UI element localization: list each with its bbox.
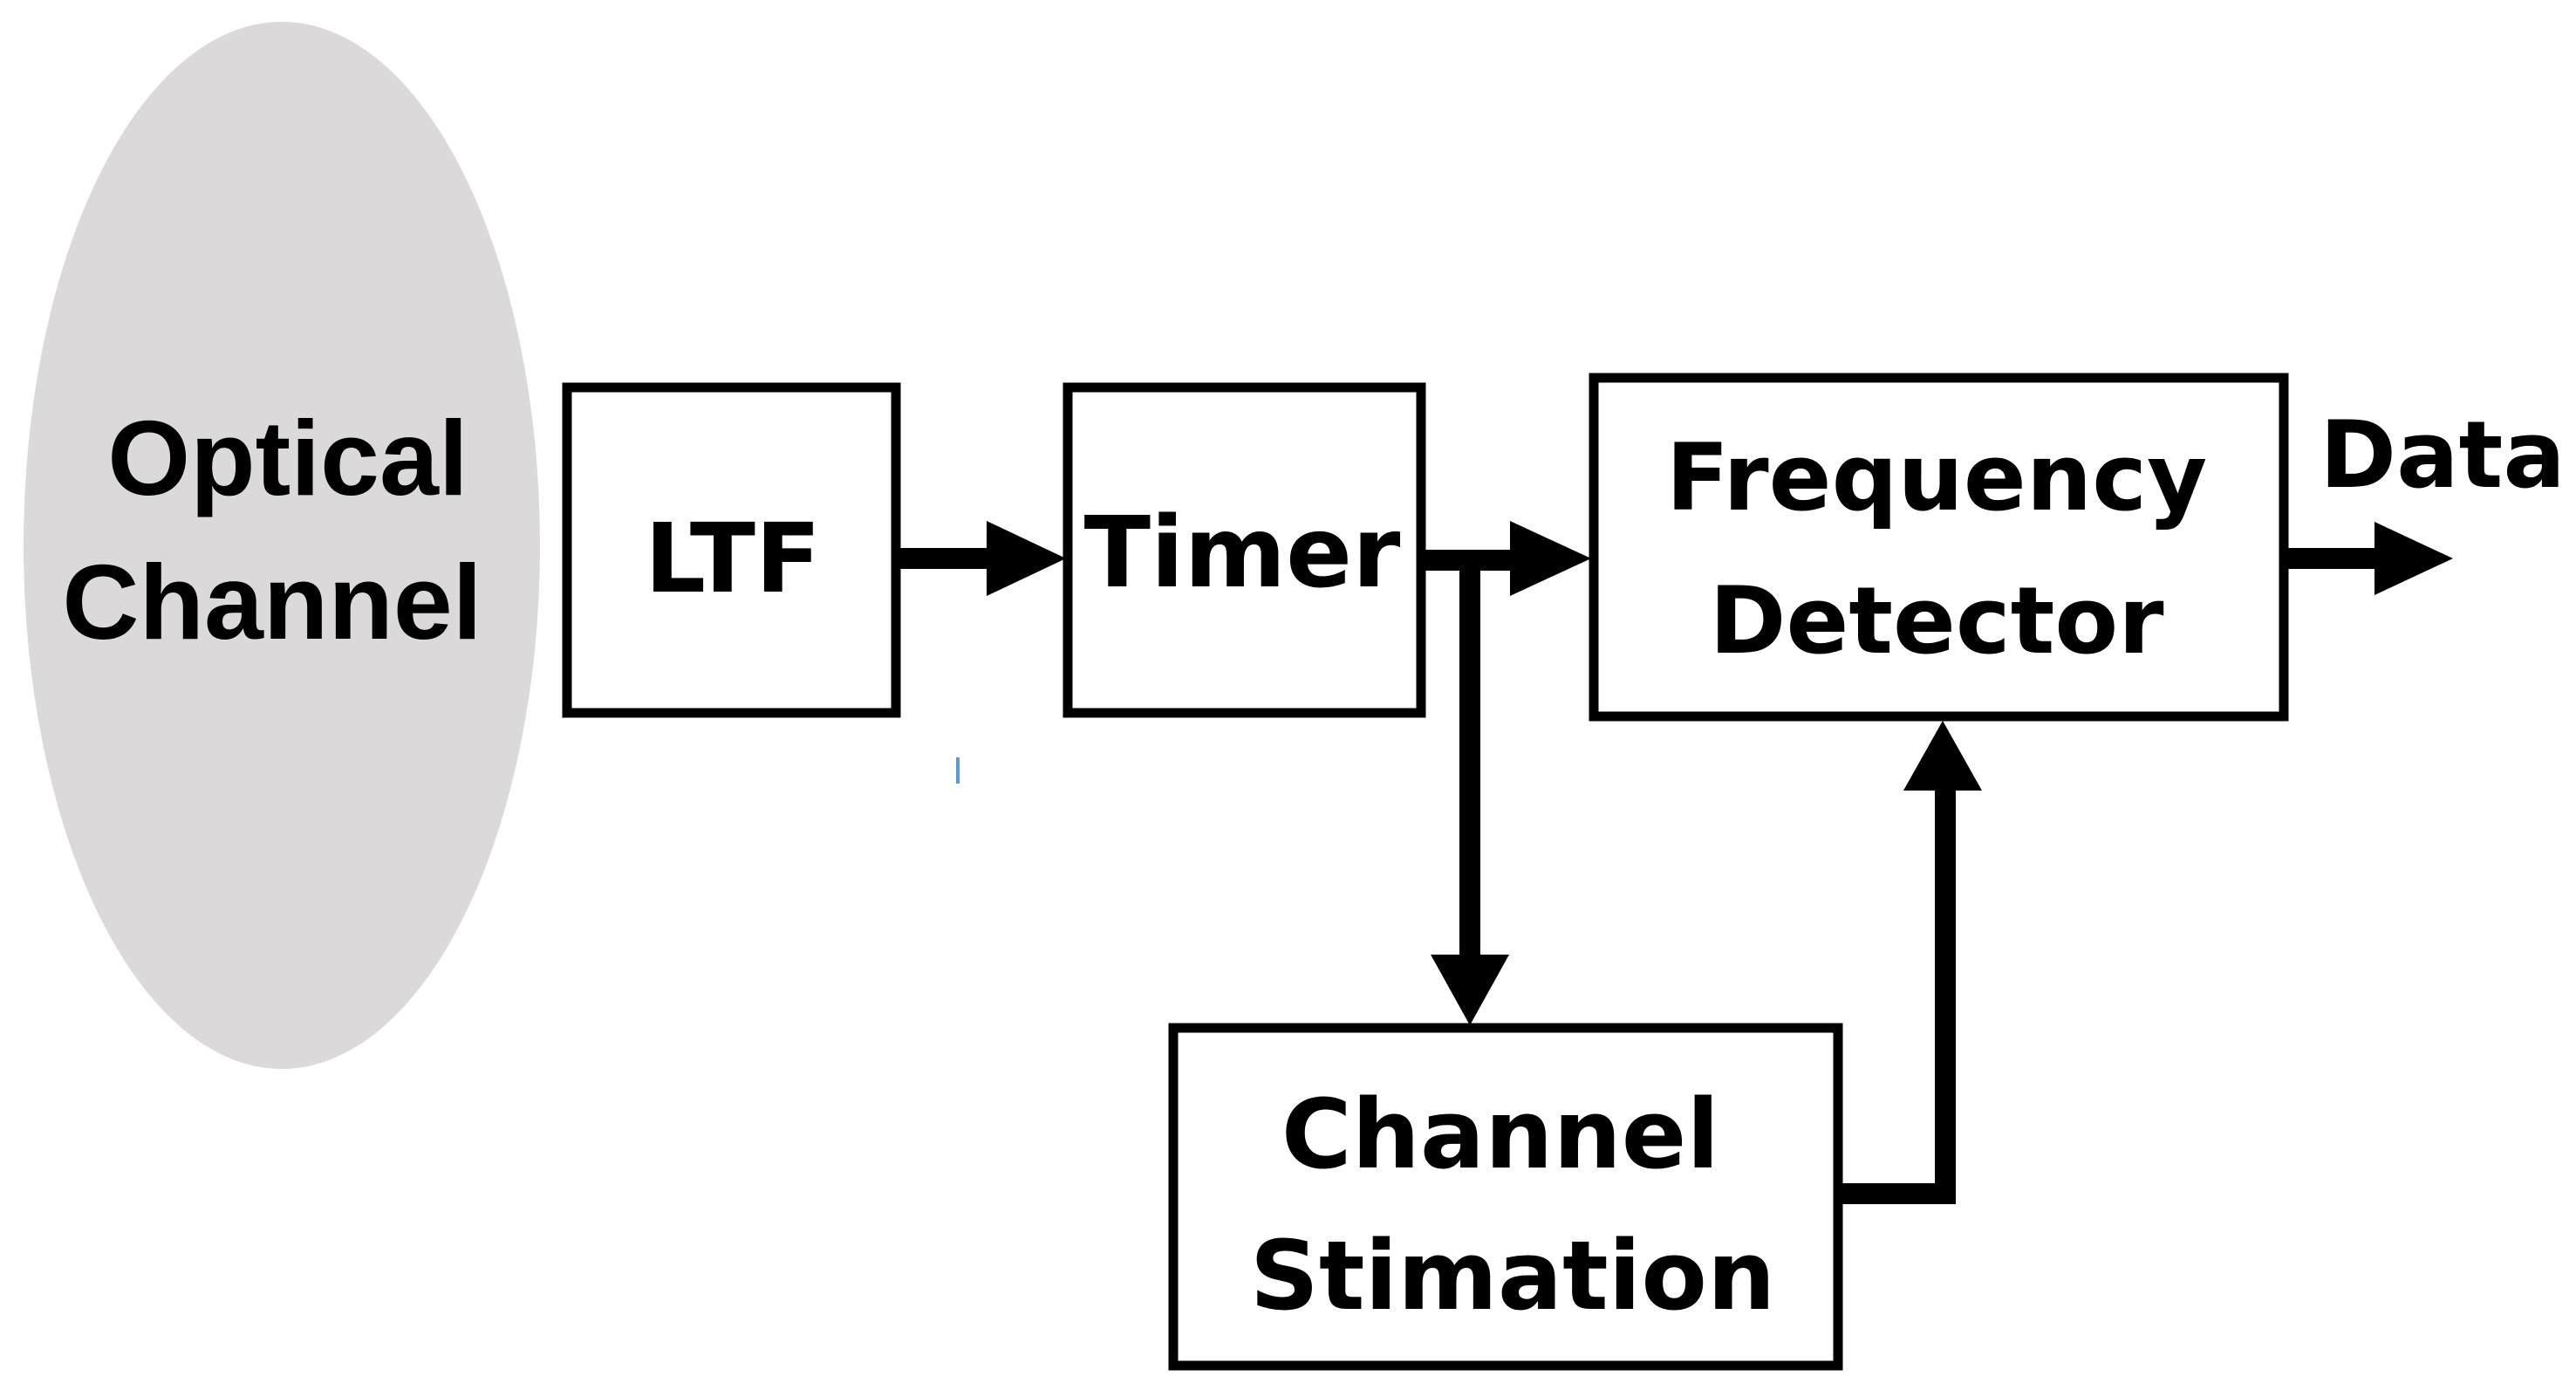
ltf-label: LTF <box>645 503 821 614</box>
frequency-detector-box <box>1589 373 2289 722</box>
channel-stimation-label-line1: Channel <box>1281 1079 1719 1190</box>
arrow-timer-to-frequency-detector-head <box>1510 521 1591 596</box>
ltf-node: LTF <box>562 382 901 718</box>
arrow-ltf-to-timer-head <box>987 521 1066 596</box>
arrow-to-data-head <box>2374 522 2453 595</box>
optical-channel-label-line1: Optical <box>107 399 468 517</box>
arrow-timer-to-channel-stimation-shaft <box>1459 560 1480 960</box>
stray-mark <box>956 757 960 784</box>
optical-channel-label-line2: Channel <box>62 543 482 661</box>
arrow-ltf-to-timer-shaft <box>896 548 990 569</box>
optical-channel-node: Optical Channel <box>24 22 540 1069</box>
timer-label: Timer <box>1084 496 1401 610</box>
arrow-timer-to-frequency-detector <box>1421 521 1591 596</box>
timer-box <box>1063 382 1426 718</box>
arrow-to-data-shaft <box>2284 548 2380 569</box>
arrow-frequency-detector-to-data <box>2284 522 2453 595</box>
arrow-channel-stimation-to-frequency-detector <box>1838 721 1982 1204</box>
arrow-channel-stimation-vertical <box>1935 782 1956 1204</box>
channel-stimation-label-line2: Stimation <box>1250 1220 1776 1332</box>
timer-node: Timer <box>1063 382 1426 718</box>
data-output-label: Data <box>2320 401 2566 509</box>
optical-channel-ellipse <box>24 22 540 1069</box>
frequency-detector-label-line2: Detector <box>1709 567 2163 675</box>
frequency-detector-node: Frequency Detector <box>1589 373 2289 722</box>
arrow-channel-stimation-to-frequency-detector-head <box>1903 721 1982 791</box>
frequency-detector-label-line1: Frequency <box>1666 424 2207 531</box>
arrow-timer-to-channel-stimation <box>1431 560 1509 1025</box>
channel-stimation-node: Channel Stimation <box>1168 1023 1843 1371</box>
arrow-timer-to-channel-stimation-head <box>1431 955 1509 1025</box>
arrow-ltf-to-timer <box>896 521 1066 596</box>
